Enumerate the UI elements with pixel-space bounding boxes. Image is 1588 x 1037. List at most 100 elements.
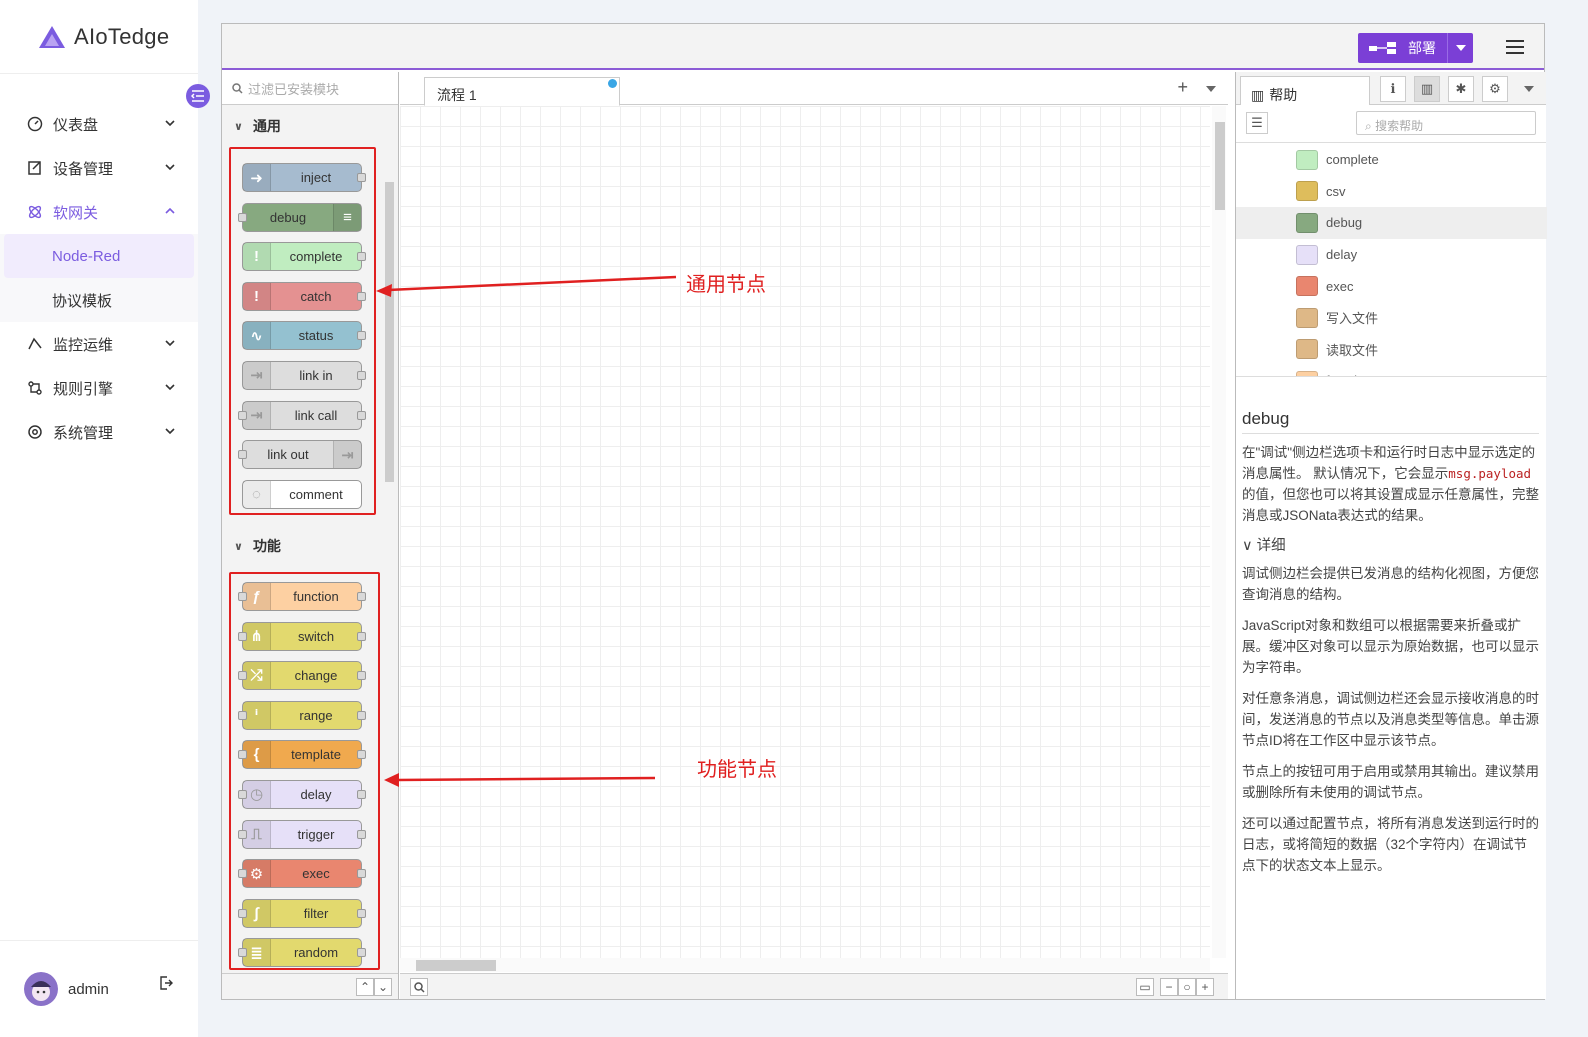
caret-down-icon[interactable] — [1524, 86, 1534, 92]
node-label: debug — [269, 209, 307, 225]
tab-label: 流程 1 — [437, 87, 477, 103]
node-label: function — [293, 589, 339, 604]
input-port — [238, 592, 247, 601]
palette-node-complete[interactable]: !complete — [242, 242, 366, 272]
zoom-out-button[interactable]: − — [1160, 978, 1178, 996]
palette-node-change[interactable]: ⤮change — [238, 661, 366, 691]
node-label: complete — [289, 249, 343, 265]
output-port — [357, 671, 366, 681]
help-search-input[interactable]: ⌕ 搜索帮助 — [1356, 111, 1536, 135]
chevron-down-icon — [165, 120, 175, 127]
output-port — [357, 829, 366, 839]
deploy-button[interactable]: 部署 — [1358, 33, 1473, 63]
node-label: switch — [297, 628, 335, 644]
main-menu-icon[interactable] — [1506, 40, 1524, 58]
expand-all-button[interactable]: ⌄ — [374, 978, 392, 996]
palette-category-function[interactable]: ∨功能 — [222, 528, 382, 564]
node-label: change — [294, 668, 338, 684]
node-label: link in — [299, 367, 333, 383]
menu-node-red[interactable]: Node-Red — [4, 234, 194, 278]
chevron-up-icon — [165, 207, 175, 214]
brand-logo[interactable]: AIoTedge — [0, 0, 198, 74]
help-tree-item[interactable]: delay — [1236, 239, 1547, 271]
palette-node-link-in[interactable]: ⇥link in — [242, 360, 366, 390]
avatar[interactable] — [24, 972, 58, 1006]
tree-item-label: 读取文件 — [1326, 342, 1379, 358]
collapse-all-button[interactable]: ⌃ — [356, 978, 374, 996]
help-tree-item[interactable]: debug — [1236, 207, 1547, 239]
list-icon[interactable]: ☰ — [1246, 112, 1268, 134]
menu-rule-engine[interactable]: 规则引擎 — [0, 366, 198, 410]
palette-node-link-out[interactable]: link out⇥ — [238, 440, 362, 470]
details-toggle[interactable]: ∨ 详细 — [1242, 538, 1286, 554]
map-button[interactable]: ▭ — [1136, 978, 1154, 996]
menu-device[interactable]: 设备管理 — [0, 146, 198, 190]
sidebar-collapse-button[interactable] — [186, 84, 210, 108]
help-tree-item[interactable]: function — [1236, 365, 1547, 376]
output-port — [357, 173, 366, 182]
node-label: filter — [303, 905, 329, 921]
gear-icon: ⚙ — [243, 860, 271, 888]
zoom-reset-button[interactable]: ○ — [1178, 978, 1196, 996]
rule-icon — [27, 380, 43, 396]
help-tree-item[interactable]: exec — [1236, 270, 1547, 302]
dashboard-icon — [27, 116, 43, 132]
palette-search-input[interactable]: 过滤已安装模块 — [222, 72, 398, 105]
link-icon: ⇥ — [333, 441, 361, 469]
list-icon: ≡ — [333, 203, 361, 231]
palette-node-exec[interactable]: ⚙exec — [238, 859, 366, 889]
palette-scrollbar[interactable] — [383, 172, 395, 992]
help-tree-item[interactable]: 读取文件 — [1236, 334, 1547, 366]
search-icon: ⌕ — [1365, 119, 1376, 133]
zoom-in-button[interactable]: + — [1196, 978, 1214, 996]
logout-icon[interactable] — [158, 975, 174, 991]
search-button[interactable] — [410, 978, 428, 996]
palette-node-comment[interactable]: ◌comment — [242, 479, 362, 509]
tree-item-label: function — [1326, 373, 1372, 376]
menu-monitor[interactable]: 监控运维 — [0, 322, 198, 366]
palette-node-trigger[interactable]: ⎍trigger — [238, 819, 366, 849]
help-tree-item[interactable]: complete — [1236, 144, 1547, 176]
palette-node-inject[interactable]: ➜inject — [242, 163, 366, 192]
canvas-horizontal-scrollbar[interactable] — [400, 958, 1210, 972]
menu-softgateway[interactable]: 软网关 — [0, 190, 198, 234]
palette-node-catch[interactable]: !catch — [242, 281, 366, 311]
tab-flow-1[interactable]: 流程 1 — [424, 77, 620, 106]
book-icon[interactable]: ▥ — [1414, 76, 1440, 102]
palette-node-link-call[interactable]: ⇥link call — [238, 400, 366, 430]
flow-canvas[interactable] — [400, 106, 1210, 958]
node-label: catch — [300, 288, 332, 304]
info-icon[interactable]: ℹ — [1380, 76, 1406, 102]
deploy-dropdown-button[interactable] — [1447, 33, 1473, 63]
input-port — [238, 212, 247, 222]
menu-system[interactable]: 系统管理 — [0, 410, 198, 454]
add-flow-icon[interactable]: + — [1177, 77, 1188, 97]
tab-help[interactable]: ▥帮助 — [1240, 76, 1370, 106]
help-tree-item[interactable]: 写入文件 — [1236, 302, 1547, 334]
app-sidebar: AIoTedge 仪表盘 设备管理 软网关 Node-Red 协议模板 监控运维 — [0, 0, 198, 1037]
input-port — [238, 908, 247, 918]
palette-node-filter[interactable]: ∫filter — [238, 898, 366, 928]
bug-icon[interactable]: ✱ — [1448, 76, 1474, 102]
tree-item-label: 写入文件 — [1326, 311, 1379, 327]
output-port — [357, 789, 366, 799]
gear-icon[interactable]: ⚙ — [1482, 76, 1508, 102]
canvas-vertical-scrollbar[interactable] — [1212, 106, 1226, 958]
palette-node-random[interactable]: ≣random — [238, 938, 366, 968]
help-tree-item[interactable]: csv — [1236, 176, 1547, 208]
caret-down-icon[interactable] — [1206, 86, 1216, 92]
palette-node-template[interactable]: {template — [238, 740, 366, 770]
highlight-function-nodes — [229, 572, 380, 970]
palette-node-debug[interactable]: debug ≡ — [238, 202, 362, 232]
palette-node-status[interactable]: ∿status — [242, 321, 366, 351]
palette-node-delay[interactable]: ◷delay — [238, 779, 366, 809]
help-toolbar: ☰ ⌕ 搜索帮助 — [1236, 105, 1546, 143]
menu-dashboard[interactable]: 仪表盘 — [0, 102, 198, 146]
palette-node-switch[interactable]: ⋔switch — [238, 621, 366, 651]
input-port — [238, 829, 247, 839]
menu-protocol-template[interactable]: 协议模板 — [52, 292, 113, 310]
palette-category-common[interactable]: ∨通用 — [222, 108, 382, 144]
